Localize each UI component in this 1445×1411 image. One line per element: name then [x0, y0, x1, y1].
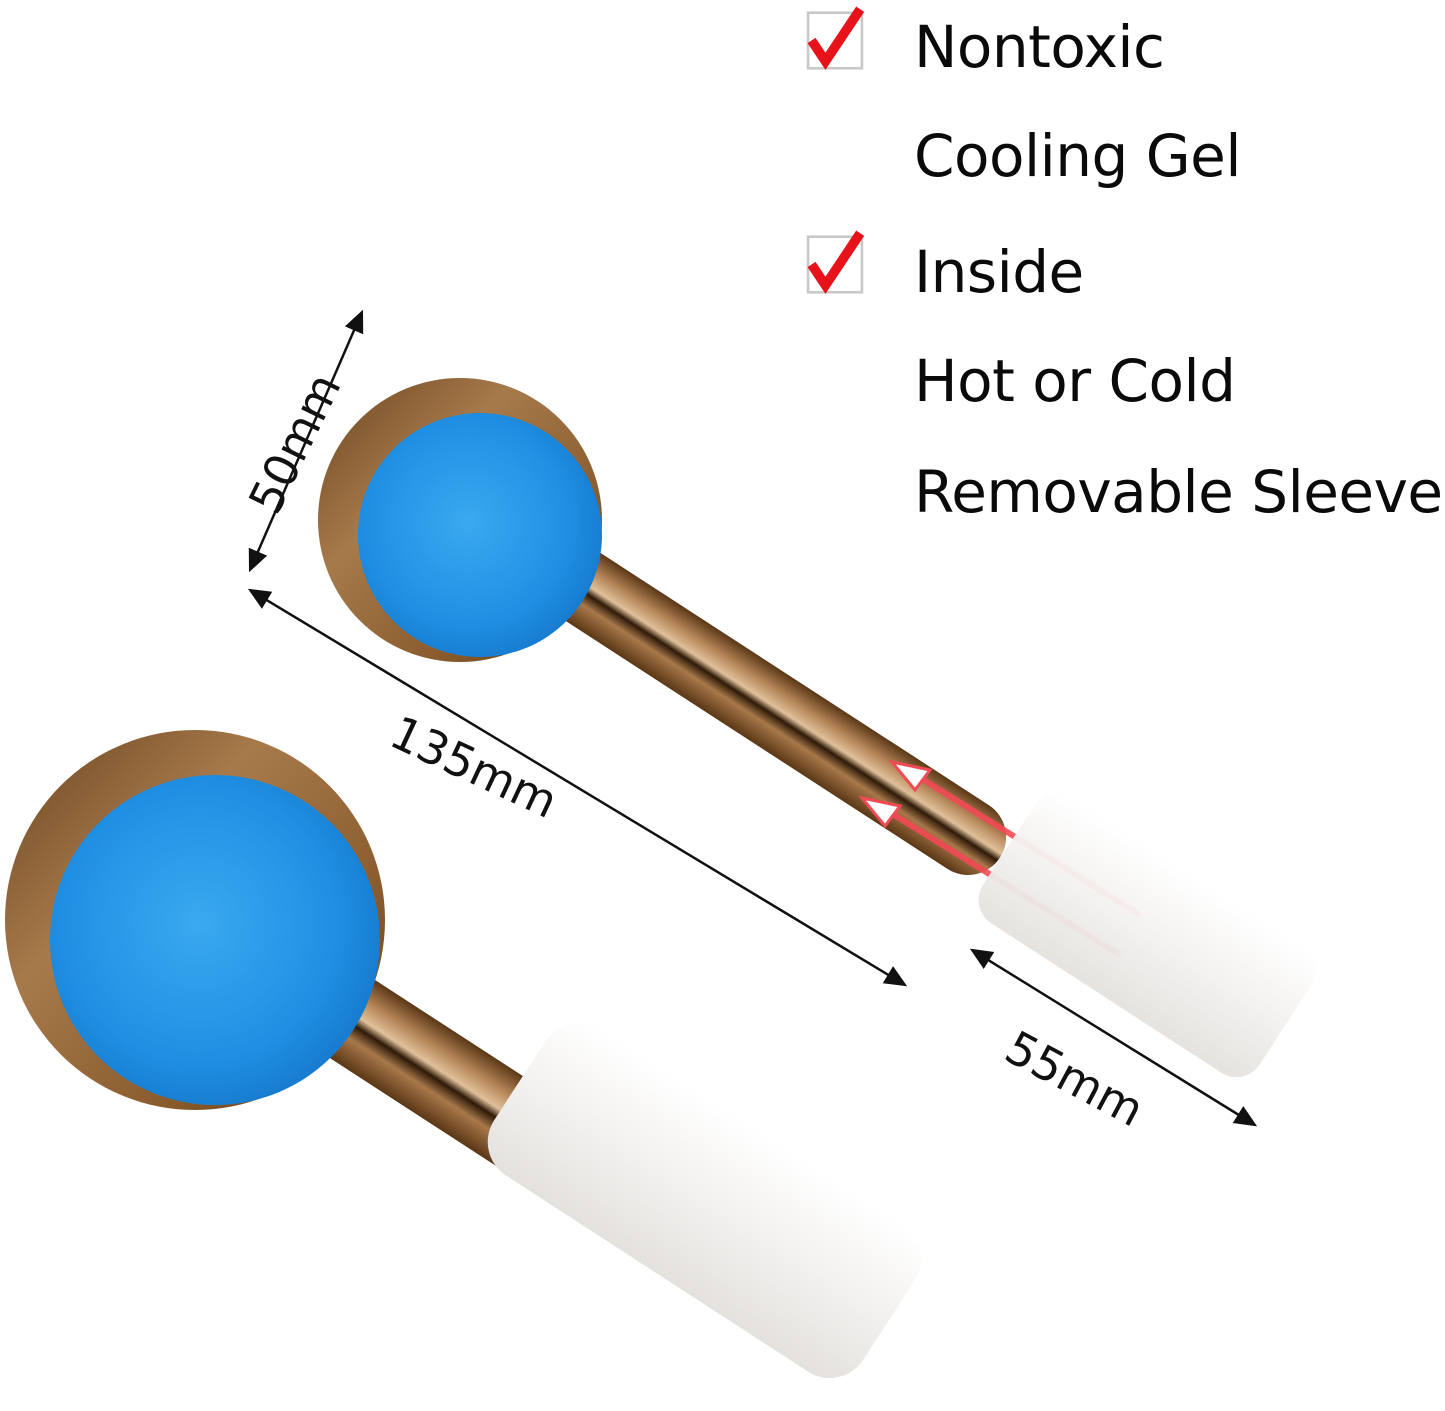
feature-inside: Inside	[914, 238, 1084, 306]
checkmark-icon	[806, 6, 865, 70]
feature-removable-sleeve: Removable Sleeve	[914, 458, 1443, 526]
feature-cooling-gel: Cooling Gel	[914, 122, 1241, 190]
dimension-lines	[247, 309, 1258, 1127]
lower-roller	[5, 730, 922, 1379]
feature-nontoxic: Nontoxic	[914, 13, 1165, 81]
checkmark-icon	[806, 230, 865, 294]
feature-hot-or-cold: Hot or Cold	[914, 347, 1236, 415]
